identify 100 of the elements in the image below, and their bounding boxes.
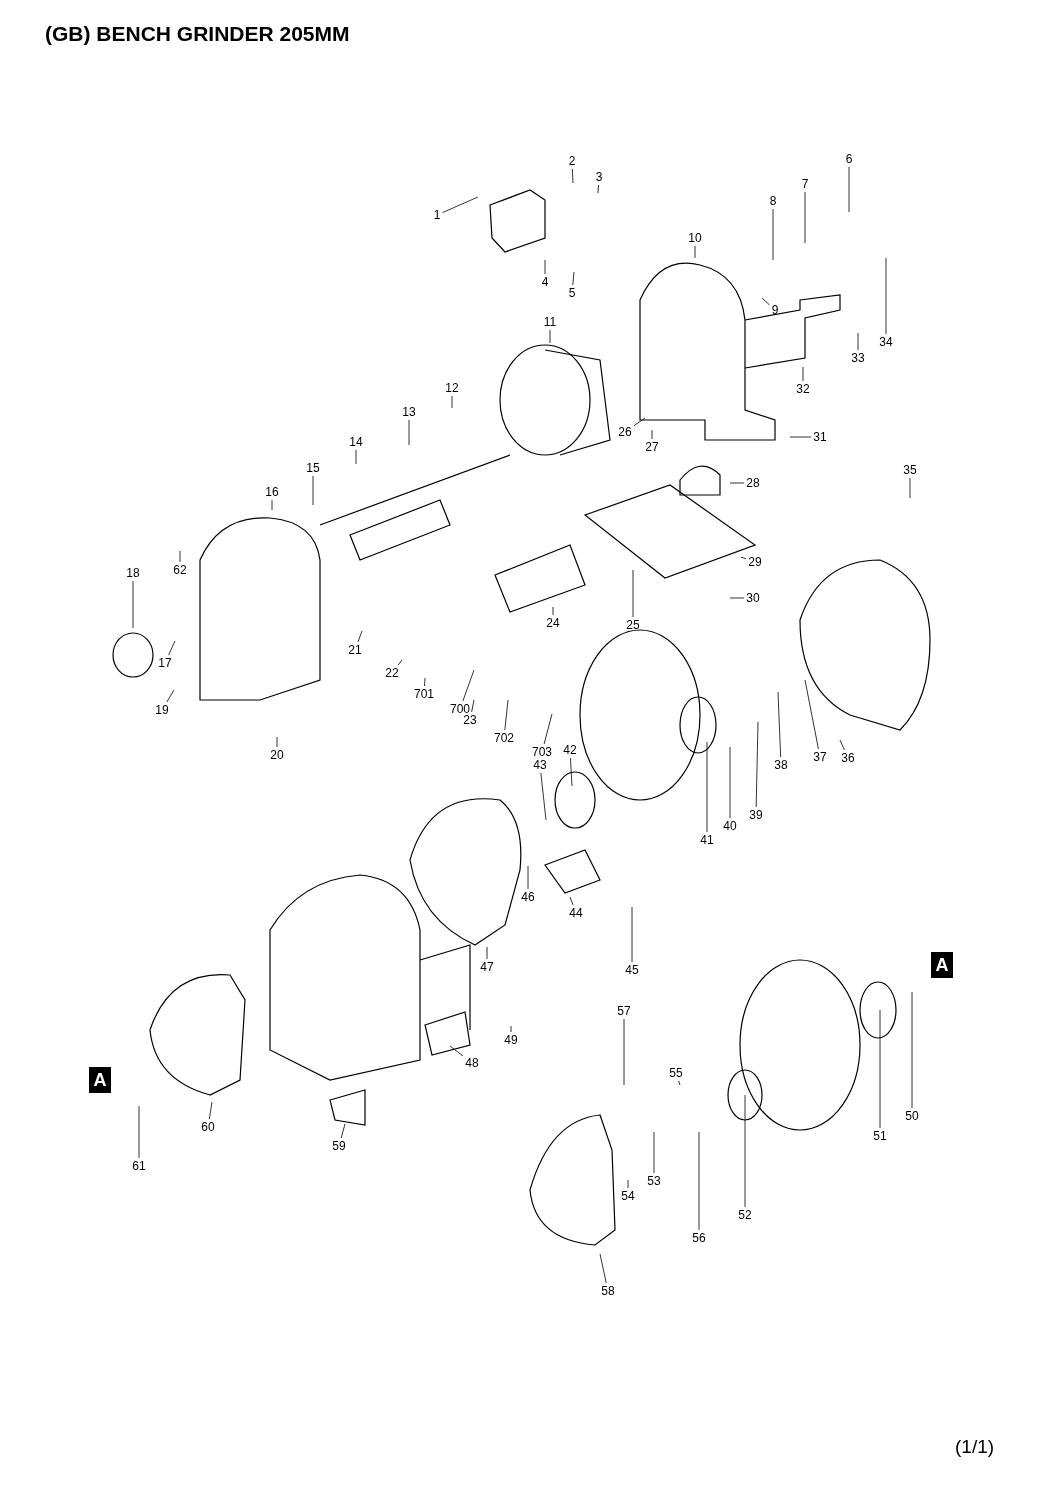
leader-line bbox=[651, 429, 653, 440]
callout-number: 34 bbox=[879, 335, 893, 349]
callout-number: 24 bbox=[546, 616, 560, 630]
leader-line bbox=[451, 395, 453, 409]
callout-number: 20 bbox=[270, 748, 284, 762]
leader-line bbox=[166, 689, 175, 703]
leader-line bbox=[879, 1009, 881, 1129]
leader-line bbox=[549, 329, 551, 344]
callout-number: 22 bbox=[385, 666, 399, 680]
leader-line bbox=[138, 1105, 140, 1159]
leader-line bbox=[486, 946, 488, 960]
leader-line bbox=[627, 1179, 629, 1189]
page-number: (1/1) bbox=[955, 1436, 995, 1458]
callout-number: 33 bbox=[851, 351, 865, 365]
leader-line bbox=[570, 757, 573, 787]
leader-line bbox=[540, 772, 547, 821]
callout-number: 42 bbox=[563, 743, 577, 757]
leader-line bbox=[911, 991, 913, 1109]
leader-line bbox=[312, 475, 314, 506]
leader-line bbox=[804, 679, 819, 750]
callout-number: 5 bbox=[568, 286, 576, 300]
callout-number: 54 bbox=[621, 1189, 635, 1203]
callout-number: 21 bbox=[348, 643, 362, 657]
leader-line bbox=[442, 196, 479, 213]
leader-line bbox=[597, 184, 599, 194]
callout-number: 11 bbox=[543, 315, 557, 329]
view-marker: A bbox=[89, 1067, 111, 1093]
leader-line bbox=[543, 713, 553, 745]
leader-line bbox=[571, 168, 574, 184]
leader-line bbox=[340, 1123, 346, 1139]
callout-number: 9 bbox=[771, 303, 779, 317]
leader-line bbox=[355, 449, 357, 465]
leader-line bbox=[424, 677, 426, 687]
callout-number: 23 bbox=[463, 713, 477, 727]
leader-line bbox=[694, 245, 696, 259]
leader-line bbox=[804, 191, 806, 244]
leader-line bbox=[569, 896, 574, 906]
callout-number: 43 bbox=[533, 758, 547, 772]
leader-line bbox=[408, 419, 410, 446]
callout-number: 51 bbox=[873, 1129, 887, 1143]
leader-line bbox=[706, 741, 708, 833]
callout-number: 58 bbox=[601, 1284, 615, 1298]
callout-number: 30 bbox=[746, 591, 760, 605]
leader-line bbox=[848, 166, 850, 213]
leader-line bbox=[510, 1025, 512, 1033]
leader-line bbox=[885, 257, 887, 335]
leader-line bbox=[572, 271, 575, 286]
callout-number: 57 bbox=[617, 1004, 631, 1018]
callout-number: 10 bbox=[688, 231, 702, 245]
callout-number: 38 bbox=[774, 758, 788, 772]
callout-number: 702 bbox=[494, 731, 514, 745]
leader-line bbox=[552, 606, 554, 616]
callout-number: 61 bbox=[132, 1159, 146, 1173]
leader-line bbox=[357, 630, 363, 643]
view-marker: A bbox=[931, 952, 953, 978]
leader-line bbox=[623, 1018, 625, 1086]
leader-line bbox=[633, 417, 646, 427]
leader-line bbox=[789, 436, 812, 438]
callout-number: 49 bbox=[504, 1033, 518, 1047]
leader-line bbox=[857, 332, 859, 351]
callout-number: 27 bbox=[645, 440, 659, 454]
leader-line bbox=[839, 739, 845, 751]
callout-number: 1 bbox=[433, 208, 441, 222]
callout-number: 25 bbox=[626, 618, 640, 632]
leader-line bbox=[761, 297, 770, 306]
callout-number: 60 bbox=[201, 1120, 215, 1134]
leader-line bbox=[271, 499, 273, 511]
callout-number: 48 bbox=[465, 1056, 479, 1070]
leader-line bbox=[653, 1131, 655, 1174]
callout-number: 52 bbox=[738, 1208, 752, 1222]
leader-line bbox=[527, 865, 529, 890]
callout-number: 19 bbox=[155, 703, 169, 717]
callout-number: 18 bbox=[126, 566, 140, 580]
callout-number: 32 bbox=[796, 382, 810, 396]
callout-number: 12 bbox=[445, 381, 459, 395]
page-title: (GB) BENCH GRINDER 205MM bbox=[45, 22, 350, 46]
callout-number: 8 bbox=[769, 194, 777, 208]
callout-number: 703 bbox=[532, 745, 552, 759]
callout-number: 700 bbox=[450, 702, 470, 716]
leader-line bbox=[397, 659, 403, 666]
callout-number: 50 bbox=[905, 1109, 919, 1123]
callout-number: 55 bbox=[669, 1066, 683, 1080]
leader-line bbox=[276, 736, 278, 748]
leader-line bbox=[777, 691, 782, 758]
callout-number: 2 bbox=[568, 154, 576, 168]
callout-number: 15 bbox=[306, 461, 320, 475]
leader-line bbox=[678, 1080, 681, 1086]
leader-line bbox=[909, 477, 911, 499]
leader-line bbox=[132, 580, 134, 629]
leader-line bbox=[504, 699, 509, 731]
callout-number: 31 bbox=[813, 430, 827, 444]
callout-number: 6 bbox=[845, 152, 853, 166]
leader-line bbox=[729, 482, 745, 484]
callout-number: 28 bbox=[746, 476, 760, 490]
callout-number: 701 bbox=[414, 687, 434, 701]
callout-number: 35 bbox=[903, 463, 917, 477]
callout-number: 26 bbox=[618, 425, 632, 439]
callout-number: 17 bbox=[158, 656, 172, 670]
callout-number: 16 bbox=[265, 485, 279, 499]
leader-line bbox=[462, 669, 475, 702]
